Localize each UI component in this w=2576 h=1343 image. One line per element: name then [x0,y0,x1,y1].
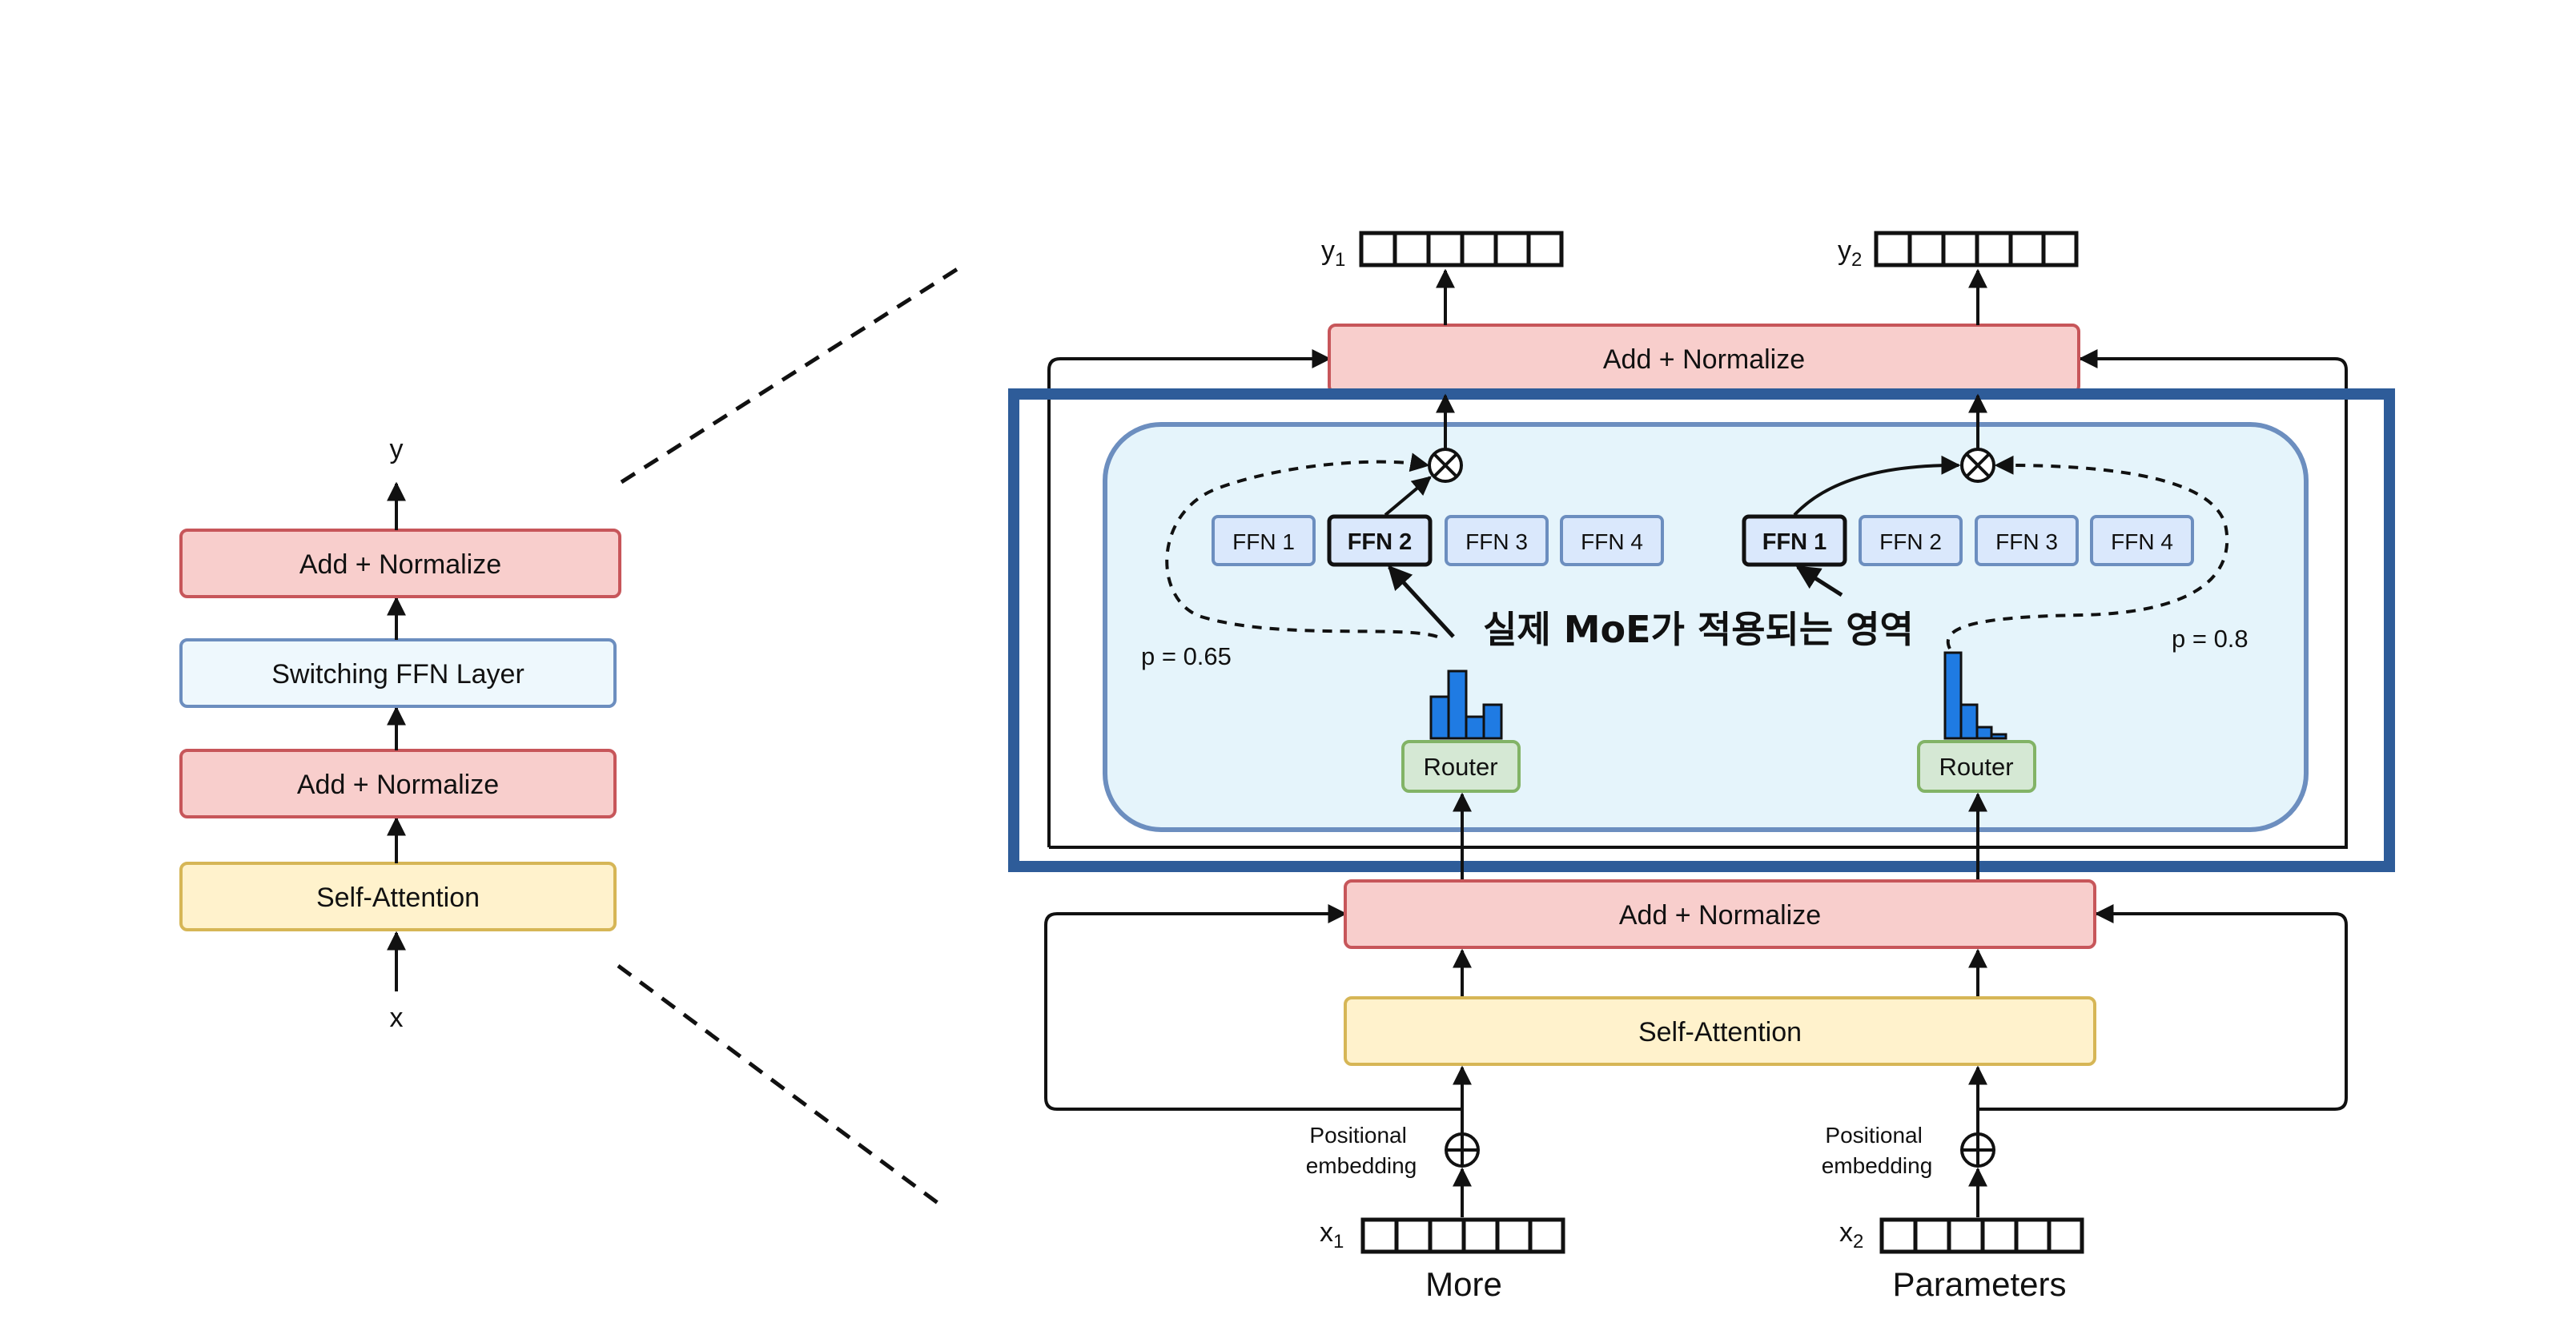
positional-embedding-label-2: Positional embedding [1822,1123,1933,1178]
token1-router-label: Router [1423,753,1497,781]
left-self-attention-label: Self-Attention [316,883,480,913]
input-x1-vector [1360,1217,1565,1254]
token2-router-histogram [1943,651,2007,740]
token1-probability: p = 0.65 [1141,642,1232,670]
left-add-normalize-top-box [179,529,621,598]
token1-ffn-2-selected [1327,514,1433,567]
zoom-line-top [620,262,967,485]
token2-ffn-3-label: FFN 3 [1995,529,2058,554]
token1-ffn-3-label: FFN 3 [1465,529,1528,554]
left-add-normalize-bottom-label: Add + Normalize [297,770,499,800]
token2-router-label: Router [1939,753,2013,781]
arrow-router1-to-ffn2 [1387,565,1455,638]
token2-ffn-1-selected [1742,514,1847,567]
left-encoder-block: x Self-Attention Add + Normalize Switchi… [179,434,621,1033]
residual-loop-ffn-right [1049,349,2348,849]
residual-loop-attn-right [1979,904,2348,1111]
input-x1-label: x1 [1320,1217,1344,1253]
positional-embedding-label-1: Positional embedding [1306,1123,1417,1178]
right-self-attention-label: Self-Attention [1638,1017,1802,1047]
positional-add-node-1 [1445,1132,1480,1168]
token2-experts: FFN 1 FFN 2 FFN 3 FFN 4 [1742,514,2194,567]
token2-ffn-2-label: FFN 2 [1879,529,1942,554]
output-y2-vector [1874,231,2079,267]
token2-probability: p = 0.8 [2172,625,2248,653]
dashed-prob-path-1 [1165,452,1438,638]
right-add-normalize-bottom-label: Add + Normalize [1619,900,1821,931]
token1-experts: FFN 1 FFN 2 FFN 3 FFN 4 [1212,514,1664,567]
token2-router-box [1917,740,2036,793]
token1-ffn-1-label: FFN 1 [1232,529,1295,554]
output-y2-label: y2 [1838,235,1862,271]
input-word-2: Parameters [1892,1265,2066,1303]
token1-ffn-1 [1212,515,1316,566]
token2-ffn-2 [1859,515,1963,566]
positional-add-node-2 [1960,1132,1995,1168]
input-word-1: More [1425,1265,1502,1303]
right-encoder-block: Add + Normalize y1 y2 [1008,231,2395,1303]
token2-ffn-1-label: FFN 1 [1762,529,1827,555]
output-y1-vector [1359,231,1564,267]
right-self-attention-box [1344,996,2096,1066]
dashed-prob-path-2 [1946,455,2229,649]
token2-ffn-4-label: FFN 4 [2111,529,2173,554]
input-x2-vector [1879,1217,2084,1254]
input-x2-label: x2 [1839,1217,1863,1253]
left-add-normalize-top-label: Add + Normalize [299,549,501,580]
left-switching-ffn-label: Switching FFN Layer [271,659,524,690]
token1-ffn-2-label: FFN 2 [1348,529,1413,555]
residual-loop-attn-left [1044,904,1462,1111]
token1-router-box [1401,740,1521,793]
right-add-normalize-top-label: Add + Normalize [1603,344,1805,375]
token1-ffn-4 [1560,515,1664,566]
token1-ffn-4-label: FFN 4 [1581,529,1643,554]
moe-annotation: 실제 MoE가 적용되는 영역 [1483,608,1914,651]
output-y1-label: y1 [1321,235,1345,271]
token1-ffn-3 [1445,515,1549,566]
right-add-normalize-bottom-box [1344,879,2096,949]
multiply-node-1 [1428,448,1463,483]
zoom-line-bottom [617,963,942,1208]
arrow-ffn2-to-mult1 [1384,476,1432,517]
arrow-ffn1-to-mult2 [1793,455,1961,517]
multiply-node-2 [1960,448,1995,483]
moe-highlight-box [1008,388,2395,872]
token1-router-histogram [1429,669,1503,740]
token2-ffn-4 [2090,515,2194,566]
arrow-router2-to-ffn1 [1795,565,1843,597]
token2-ffn-3 [1975,515,2079,566]
left-output-label: y [390,434,404,464]
left-input-label: x [390,1003,404,1033]
